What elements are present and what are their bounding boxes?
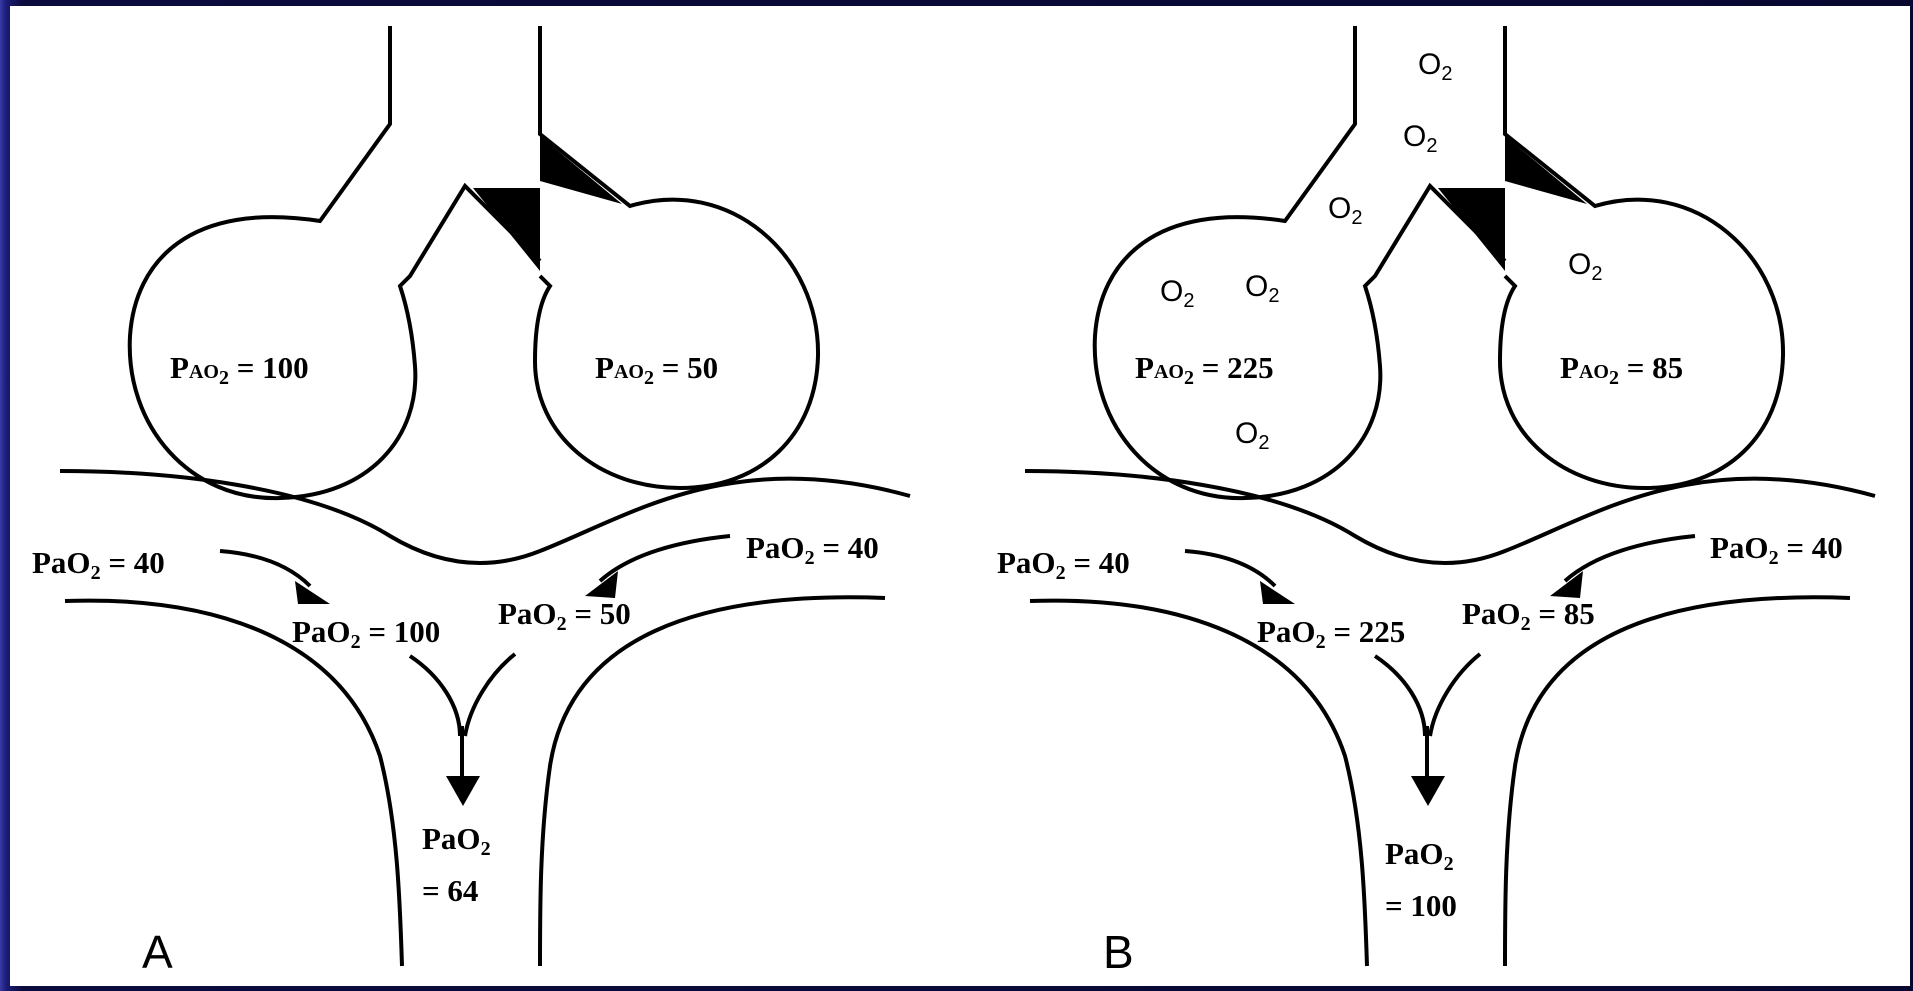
panel-b xyxy=(1024,26,1876,967)
obstruction-wedge-icon xyxy=(540,136,622,204)
alveolus-right-pao2: PAO2 = 85 xyxy=(1560,350,1683,389)
inflow-right-pao2: PaO2 = 40 xyxy=(746,530,879,569)
capillary-left-pao2: PaO2 = 225 xyxy=(1257,614,1405,653)
inflow-arrow-right xyxy=(598,534,731,583)
capillary-right-pao2: PaO2 = 50 xyxy=(498,596,631,635)
merge-arrow-left xyxy=(408,654,462,737)
capillary-left-wall xyxy=(1029,598,1369,967)
o2-marker: O2 xyxy=(1235,417,1269,454)
arrowhead-icon xyxy=(1411,776,1445,806)
panel-a xyxy=(59,26,911,967)
obstruction-wedge-icon xyxy=(473,188,540,271)
o2-marker: O2 xyxy=(1403,120,1437,157)
airway-right-wall xyxy=(532,26,821,491)
panel-b-labels: O2 O2 O2 O2 O2 O2 O2 PAO2 = 225 PAO2 = 8… xyxy=(997,48,1843,978)
merge-arrow-left xyxy=(1373,654,1427,737)
alveolus-left-pao2: PAO2 = 100 xyxy=(170,350,309,389)
mixed-pao2-label: PaO2 xyxy=(422,821,491,860)
arrowhead-icon xyxy=(446,776,480,806)
inflow-arrow-left xyxy=(219,549,312,588)
o2-marker: O2 xyxy=(1160,275,1194,312)
arrowhead-icon xyxy=(1260,581,1295,604)
mixed-pao2-label: PaO2 xyxy=(1385,836,1454,875)
inflow-left-pao2: PaO2 = 40 xyxy=(997,545,1130,584)
arrowhead-icon xyxy=(1550,571,1583,598)
panel-letter-b: B xyxy=(1103,926,1134,978)
airway-left-wall xyxy=(1092,26,1507,501)
airway-left-wall xyxy=(127,26,542,501)
panel-a-labels: PAO2 = 100 PAO2 = 50 PaO2 = 40 PaO2 = 40… xyxy=(32,350,879,978)
ventilation-diagram: PAO2 = 100 PAO2 = 50 PaO2 = 40 PaO2 = 40… xyxy=(32,26,1876,978)
inflow-right-pao2: PaO2 = 40 xyxy=(1710,530,1843,569)
obstruction-wedge-icon xyxy=(1438,188,1505,271)
mixed-pao2-value: = 64 xyxy=(422,873,478,908)
capillary-right-pao2: PaO2 = 85 xyxy=(1462,596,1595,635)
capillary-left-wall xyxy=(64,598,404,967)
o2-marker: O2 xyxy=(1418,48,1452,85)
capillary-top-wall xyxy=(1024,469,1876,565)
arrowhead-icon xyxy=(585,571,618,598)
alveolus-left-pao2: PAO2 = 225 xyxy=(1135,350,1274,389)
o2-marker: O2 xyxy=(1328,192,1362,229)
o2-marker: O2 xyxy=(1245,270,1279,307)
panel-letter-a: A xyxy=(142,926,173,978)
inflow-left-pao2: PaO2 = 40 xyxy=(32,545,165,584)
merge-arrow-right xyxy=(1428,652,1482,737)
airway-right-wall xyxy=(1497,26,1786,491)
capillary-right-wall xyxy=(1503,595,1851,967)
figure-panel: PAO2 = 100 PAO2 = 50 PaO2 = 40 PaO2 = 40… xyxy=(10,6,1910,986)
alveolus-right-pao2: PAO2 = 50 xyxy=(595,350,718,389)
merge-arrow-right xyxy=(463,652,517,737)
capillary-top-wall xyxy=(59,469,911,565)
obstruction-wedge-icon xyxy=(1505,136,1587,204)
panel-b-arrowheads xyxy=(1260,136,1587,806)
capillary-left-pao2: PaO2 = 100 xyxy=(292,614,440,653)
mixed-pao2-value: = 100 xyxy=(1385,888,1457,923)
o2-marker: O2 xyxy=(1568,248,1602,285)
capillary-right-wall xyxy=(538,595,886,967)
arrowhead-icon xyxy=(295,581,330,604)
inflow-arrow-left xyxy=(1184,549,1277,588)
inflow-arrow-right xyxy=(1563,534,1696,583)
panel-a-arrowheads xyxy=(295,136,622,806)
